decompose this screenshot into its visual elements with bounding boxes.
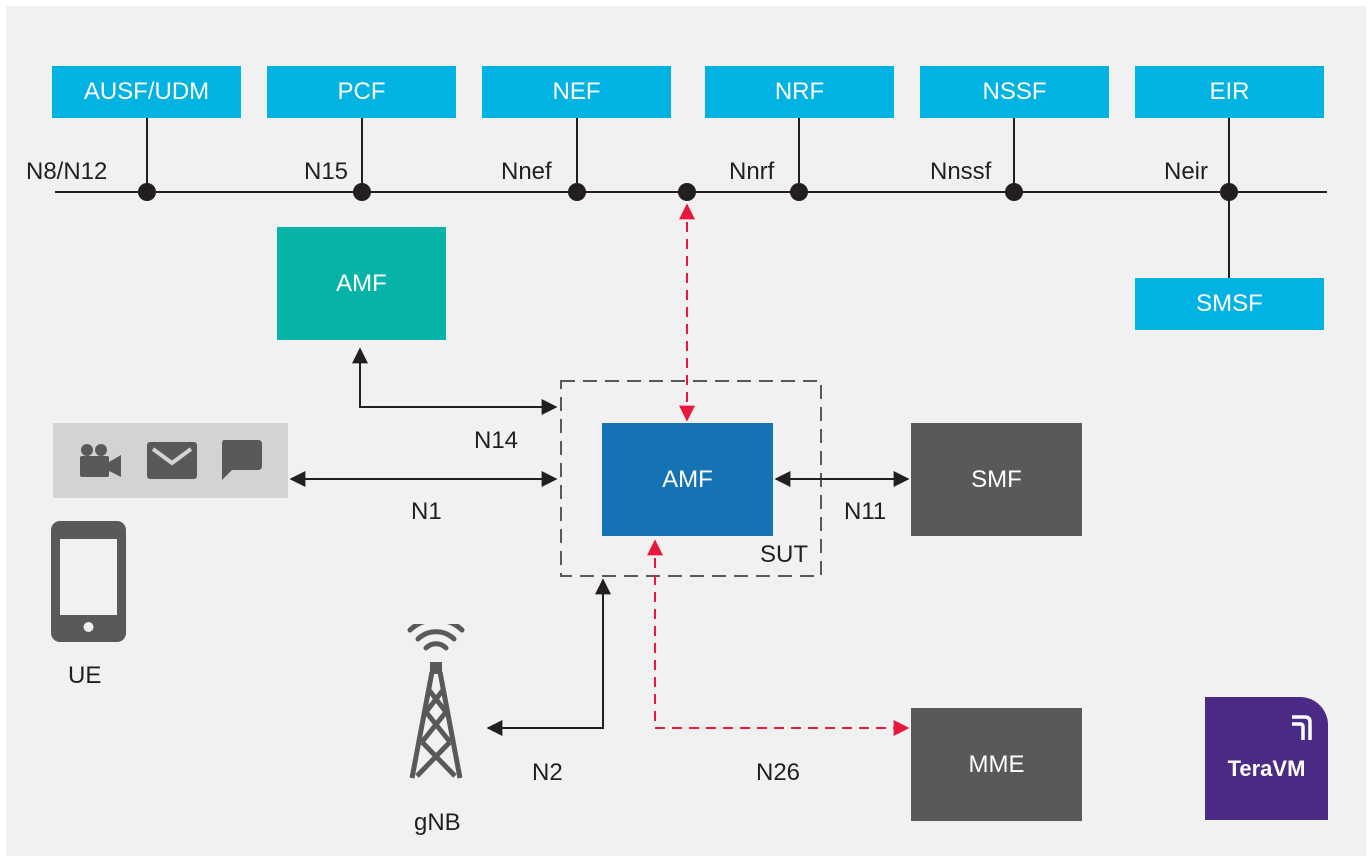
mme-label: MME — [968, 750, 1025, 778]
nnef-label: Nnef — [501, 158, 552, 185]
teravm-logo-icon — [1292, 715, 1312, 740]
nef-label: NEF — [552, 78, 601, 105]
ausf-udm-label: AUSF/UDM — [83, 78, 210, 105]
smsf-box: SMSF — [1135, 278, 1324, 330]
eir-label: EIR — [1209, 78, 1250, 105]
nssf-box: NSSF — [920, 66, 1109, 118]
smartphone-icon — [51, 521, 126, 642]
n26-label: N26 — [756, 759, 801, 786]
smf-label: SMF — [971, 465, 1022, 493]
n15-label: N15 — [304, 158, 349, 185]
pcf-box: PCF — [267, 66, 456, 118]
video-camera-icon — [80, 444, 121, 477]
amf-peer-box: AMF — [277, 227, 446, 340]
neir-label: Neir — [1164, 158, 1209, 185]
nnrf-label: Nnrf — [729, 158, 775, 185]
n14-label: N14 — [474, 427, 519, 454]
n11-label: N11 — [844, 498, 887, 525]
amf-peer-label: AMF — [336, 269, 387, 297]
smf-box: SMF — [911, 423, 1082, 536]
smsf-label: SMSF — [1196, 290, 1263, 317]
n8-n12-label: N8/N12 — [26, 158, 108, 185]
ue-apps-bar — [53, 423, 288, 498]
bus-junction-dot — [138, 183, 156, 201]
n2-link — [486, 578, 611, 736]
nnssf-label: Nnssf — [930, 158, 992, 185]
n26-link — [647, 539, 910, 736]
pcf-label: PCF — [337, 78, 386, 105]
radio-tower-icon — [407, 624, 465, 779]
amf-sut-label: AMF — [662, 465, 713, 493]
n2-label: N2 — [532, 759, 563, 786]
ue-label: UE — [68, 662, 102, 689]
nrf-label: NRF — [774, 78, 825, 105]
bus-junction-dot — [678, 183, 696, 201]
nssf-label: NSSF — [982, 78, 1047, 105]
mme-box: MME — [911, 708, 1082, 821]
bus-junction-dot — [1005, 183, 1023, 201]
bus-junction-dot — [790, 183, 808, 201]
bus-junction-dot — [1220, 183, 1238, 201]
bus-junction-dot — [568, 183, 586, 201]
teravm-logo: TeraVM — [1205, 697, 1328, 820]
sut-label: SUT — [760, 541, 808, 568]
nrf-box: NRF — [705, 66, 894, 118]
eir-box: EIR — [1135, 66, 1324, 118]
envelope-icon — [147, 442, 197, 479]
chat-bubble-icon — [222, 440, 262, 480]
teravm-logo-text: TeraVM — [1227, 756, 1306, 781]
nef-box: NEF — [482, 66, 671, 118]
n1-label: N1 — [411, 498, 442, 525]
gnb-label: gNB — [414, 809, 461, 836]
ausf-udm-box: AUSF/UDM — [52, 66, 241, 118]
amf-sut-box: AMF — [602, 423, 773, 536]
n14-link — [352, 347, 558, 415]
bus-junction-dot — [353, 183, 371, 201]
